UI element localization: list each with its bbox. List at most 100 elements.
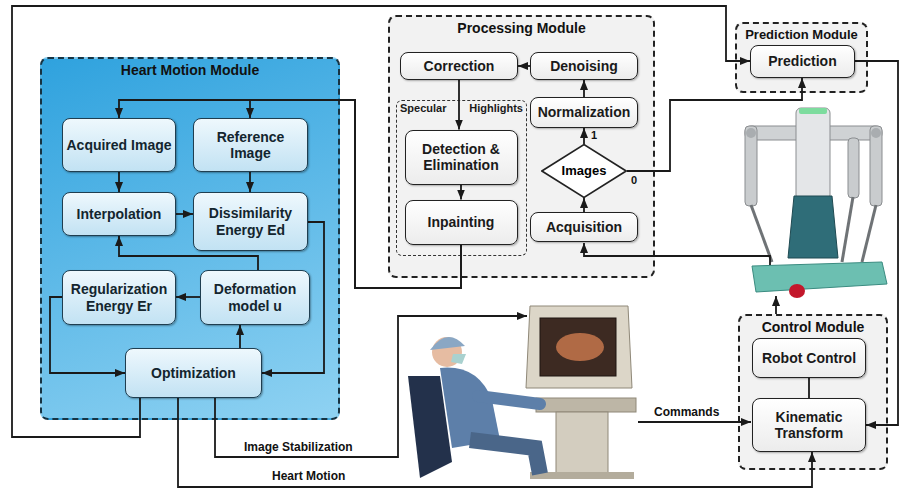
edge-label: 1 bbox=[591, 129, 597, 141]
box-text: Dissimilarity Energy Ed bbox=[197, 205, 304, 237]
process-box: Detection & Elimination bbox=[405, 130, 518, 185]
robot-column bbox=[788, 196, 838, 258]
robot-wire bbox=[775, 296, 777, 314]
connector-arrow bbox=[12, 6, 750, 437]
connector-arrow bbox=[118, 172, 120, 192]
connector-arrow bbox=[262, 222, 324, 373]
diamond-shape bbox=[542, 145, 626, 198]
connector-arrow bbox=[250, 100, 461, 288]
edge-label: Heart Motion bbox=[272, 469, 345, 483]
box-text: Deformation model u bbox=[204, 281, 306, 313]
patient-drape bbox=[752, 262, 887, 292]
connector-arrow bbox=[808, 338, 810, 452]
process-box: Deformation model u bbox=[200, 270, 310, 325]
process-box: Kinematic Transform bbox=[752, 398, 866, 452]
robot-instrument bbox=[862, 205, 876, 262]
process-box: Dissimilarity Energy Ed bbox=[193, 192, 308, 251]
module-panel: Processing ModuleCorrection DenoisingSpec… bbox=[388, 15, 655, 278]
connector-arrow bbox=[50, 297, 125, 373]
signal-label: Commands bbox=[654, 405, 719, 419]
label-holder: Image Stabilization bbox=[244, 440, 353, 454]
robot-instrument bbox=[842, 197, 853, 262]
surgeon-arm bbox=[478, 396, 540, 404]
robot-arm bbox=[870, 126, 882, 206]
module-title: Heart Motion Module bbox=[42, 59, 338, 78]
connector-arrow bbox=[119, 100, 461, 288]
process-box: Reference Image bbox=[193, 118, 308, 172]
screen-image bbox=[556, 333, 604, 361]
group-heading: SpecularHighlights bbox=[397, 101, 526, 114]
box-text: Acquisition bbox=[546, 219, 622, 235]
box-text: Detection & Elimination bbox=[409, 141, 514, 173]
module-title: Processing Module bbox=[390, 17, 653, 36]
process-box: Prediction bbox=[750, 45, 855, 78]
label-holder: 1 bbox=[591, 129, 597, 141]
module-title: Control Module bbox=[740, 316, 886, 335]
box-text: Images bbox=[562, 164, 607, 179]
label-holder: Commands bbox=[654, 405, 719, 419]
process-box: Denoising bbox=[530, 52, 638, 80]
box-text: Denoising bbox=[550, 58, 618, 74]
process-box: Regularization Energy Er bbox=[62, 270, 176, 325]
decision-diamond: Images bbox=[541, 144, 627, 198]
connector-arrow bbox=[458, 80, 460, 130]
connector-arrow bbox=[249, 172, 251, 192]
surgeon-cap bbox=[430, 337, 465, 350]
camera-wire bbox=[584, 243, 770, 265]
box-text: Reference Image bbox=[197, 129, 304, 161]
console-screen bbox=[540, 318, 616, 376]
surgeon-leg bbox=[470, 440, 540, 474]
robot-joint bbox=[871, 128, 881, 138]
connector-arrow bbox=[460, 185, 462, 200]
module-panel: Control ModuleRobot ControlKinematic Tra… bbox=[738, 314, 888, 470]
connector-arrow bbox=[176, 296, 200, 298]
connector-arrow bbox=[583, 198, 585, 212]
process-box: Acquired Image bbox=[62, 118, 176, 172]
process-box: Optimization bbox=[125, 348, 262, 398]
robot-arm bbox=[848, 138, 859, 198]
box-text: Inpainting bbox=[428, 214, 495, 230]
console-hood bbox=[526, 306, 632, 388]
connector-arrow bbox=[855, 61, 898, 425]
group-title: Specular bbox=[400, 102, 446, 114]
process-box: Correction bbox=[400, 52, 518, 80]
robot-light bbox=[799, 108, 827, 114]
process-box: Normalization bbox=[530, 97, 638, 128]
signal-label: Image Stabilization bbox=[244, 440, 353, 454]
surgeon-mask bbox=[451, 354, 466, 364]
connector-arrow bbox=[239, 325, 241, 348]
label-holder: 0 bbox=[631, 174, 637, 186]
process-box: Robot Control bbox=[752, 338, 866, 378]
connector-arrow bbox=[583, 80, 585, 97]
connector-arrow bbox=[178, 398, 812, 487]
process-box: Interpolation bbox=[62, 192, 176, 236]
surgical-robot bbox=[745, 108, 887, 298]
robot-arm bbox=[745, 126, 757, 206]
robot-joint bbox=[746, 128, 756, 138]
box-text: Robot Control bbox=[762, 350, 856, 366]
console-armrest bbox=[536, 398, 636, 412]
stabilization-wire bbox=[215, 316, 527, 457]
box-text: Acquired Image bbox=[66, 137, 171, 153]
edge-label: 0 bbox=[631, 174, 637, 186]
connector-arrow bbox=[627, 78, 802, 171]
connector-arrow bbox=[518, 65, 530, 67]
box-text: Normalization bbox=[538, 104, 631, 120]
console-base bbox=[556, 412, 608, 474]
connector-arrow bbox=[583, 128, 585, 144]
group-box: SpecularHighlightsDetection & Eliminatio… bbox=[396, 100, 527, 256]
box-text: Prediction bbox=[768, 53, 836, 69]
connector-arrow bbox=[119, 236, 258, 270]
signal-wires bbox=[215, 243, 776, 457]
module-title: Prediction Module bbox=[737, 24, 866, 42]
commands-wire bbox=[638, 421, 751, 423]
module-panel: Heart Motion ModuleAcquired Image Referen… bbox=[40, 57, 340, 420]
heart-symbol bbox=[789, 284, 805, 298]
surgeon-figure bbox=[408, 337, 540, 478]
label-holder: Heart Motion bbox=[272, 469, 345, 483]
connector-arrow bbox=[176, 213, 193, 215]
box-text: Interpolation bbox=[77, 206, 162, 222]
box-text: Kinematic Transform bbox=[756, 409, 862, 441]
box-text: Regularization Energy Er bbox=[66, 281, 172, 313]
box-text: Optimization bbox=[151, 365, 236, 381]
